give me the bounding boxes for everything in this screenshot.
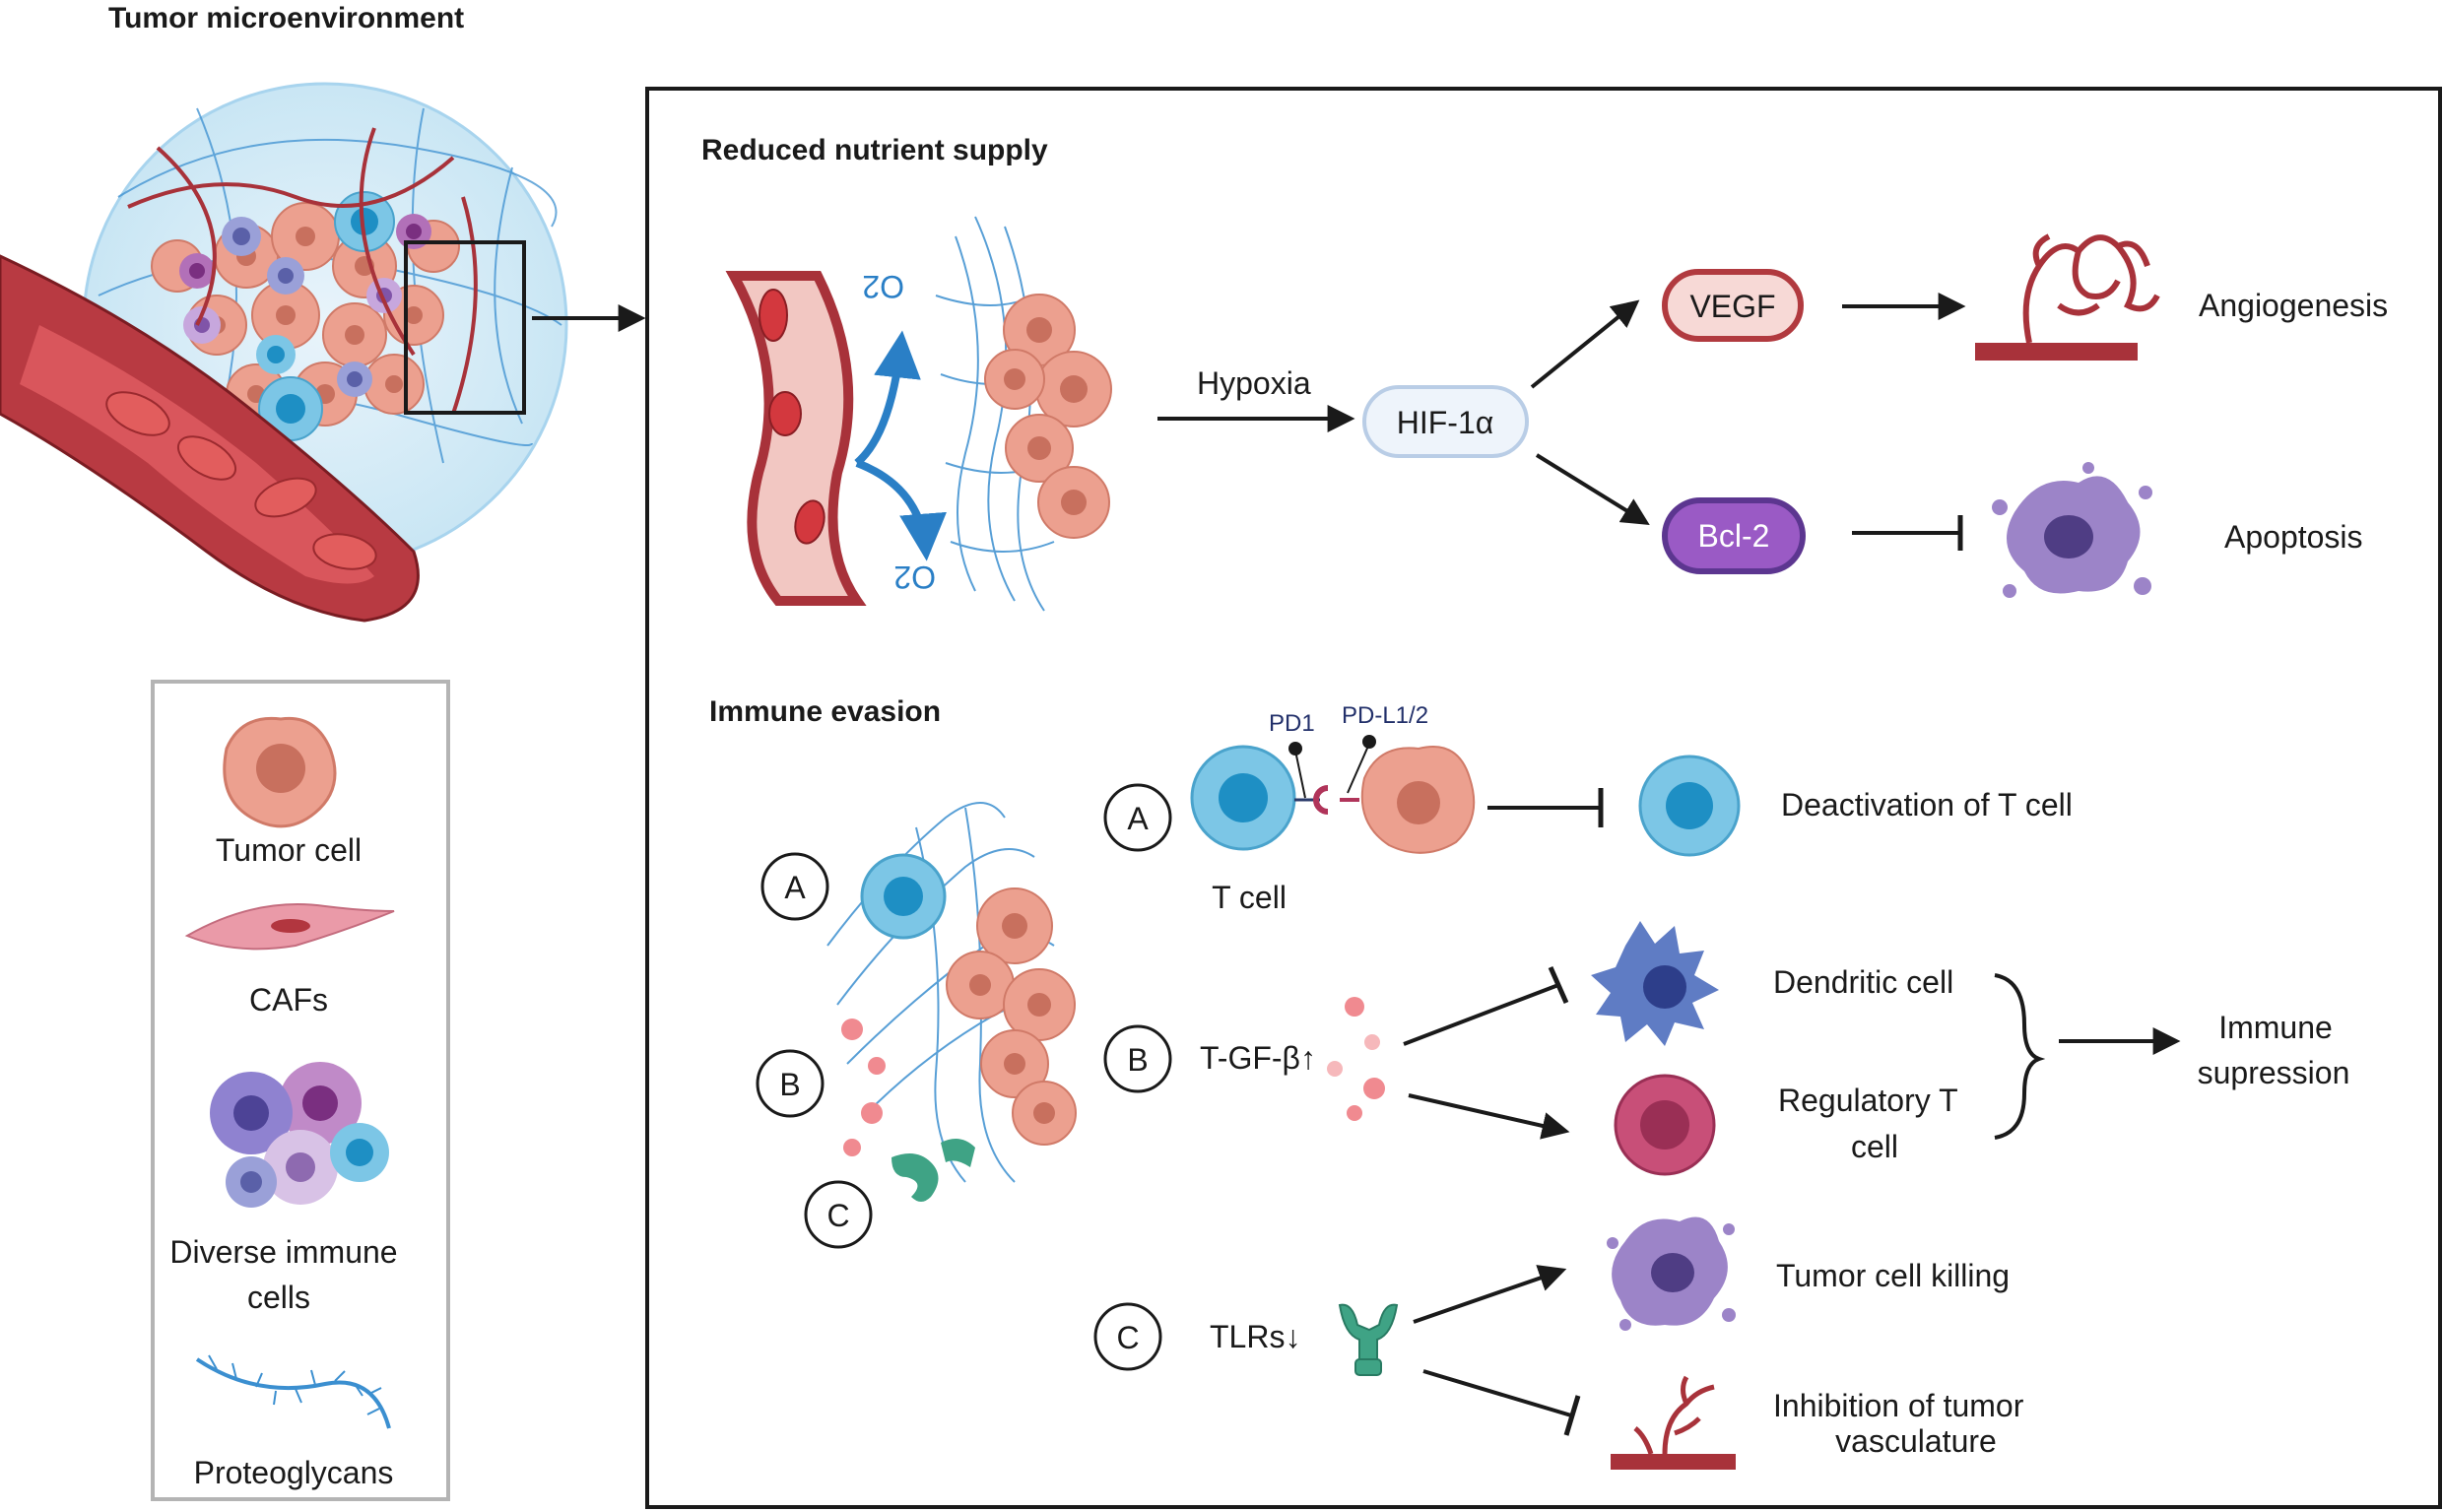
pd1-label: PD1 <box>1269 710 1315 737</box>
tgf-label: T-GF-β↑ <box>1200 1040 1316 1076</box>
bcl2-label: Bcl-2 <box>1698 518 1770 554</box>
regulatory-tcell-icon <box>1614 1074 1716 1176</box>
legend-proteoglycans-label: Proteoglycans <box>194 1455 394 1490</box>
arrow-tlr-to-killing <box>1413 1265 1567 1324</box>
apoptotic-cell-icon <box>1992 462 2152 598</box>
inhibit-line-dendritic <box>1403 983 1559 1046</box>
regulatory-line1: Regulatory T <box>1778 1083 1958 1118</box>
regulatory-line2: cell <box>1851 1129 1898 1164</box>
inhibit-bar-vasculature <box>1563 1395 1581 1436</box>
legend-tumor-cell-icon <box>223 716 337 828</box>
badge-c-left-label: C <box>826 1198 849 1233</box>
inhibition-line1: Inhibition of tumor <box>1773 1388 2024 1423</box>
legend-box: Tumor cell CAFs Diverse immune cells <box>151 680 450 1501</box>
dendritic-label: Dendritic cell <box>1773 964 1953 1000</box>
killing-label: Tumor cell killing <box>1776 1258 2010 1293</box>
main-panel <box>645 87 2442 1509</box>
angiogenesis-icon <box>1975 233 2160 361</box>
arrow-hif-to-vegf <box>1530 299 1640 389</box>
hif-node: HIF-1α <box>1362 385 1529 458</box>
title-tumor-microenvironment: Tumor microenvironment <box>108 2 464 34</box>
tlrs-label: TLRs↓ <box>1210 1319 1300 1354</box>
hif-label: HIF-1α <box>1397 405 1494 440</box>
vasculature-icon <box>1611 1375 1736 1470</box>
badge-b-right <box>1103 1024 1172 1093</box>
badge-a-right-label: A <box>1127 801 1149 836</box>
legend-cafs-label: CAFs <box>249 982 328 1018</box>
deactivation-label: Deactivation of T cell <box>1781 787 2073 822</box>
killed-tumor-cell-icon <box>1607 1216 1736 1331</box>
legend-cafs-icon <box>184 903 395 951</box>
tcell-label: T cell <box>1212 880 1287 915</box>
pd1-pointer-dot <box>1288 742 1302 756</box>
pdl-pointer-dot <box>1362 735 1376 749</box>
tlr-receptor-icon <box>1338 1303 1399 1376</box>
pdl-ligand <box>1313 785 1329 815</box>
legend-immune-line1: Diverse immune <box>169 1234 397 1270</box>
tcell-icon <box>1190 745 1296 851</box>
legend-immune-cells-icon <box>210 1062 389 1208</box>
tumor-cell-a-icon <box>1360 746 1476 854</box>
badge-c-left <box>804 1180 873 1249</box>
badge-b-right-label: B <box>1127 1042 1148 1078</box>
angiogenesis-label: Angiogenesis <box>2199 288 2388 323</box>
deactivated-tcell-icon <box>1638 755 1741 857</box>
brace-b <box>1994 973 2046 1140</box>
zoom-box <box>404 240 526 415</box>
badge-b-left-label: B <box>779 1067 800 1102</box>
title-immune-evasion: Immune evasion <box>709 695 941 728</box>
arrow-hif-to-bcl2 <box>1535 453 1650 525</box>
arrow-tgf-to-regulatory <box>1408 1093 1570 1140</box>
title-reduced-nutrient-supply: Reduced nutrient supply <box>701 134 1048 166</box>
inhibit-line-vasculature <box>1422 1369 1572 1417</box>
o2-arrow-down <box>855 459 947 561</box>
badge-c-right-label: C <box>1116 1320 1139 1355</box>
o2-label-top: O2 <box>862 269 904 304</box>
tumor-mesh-cluster <box>935 216 1112 612</box>
o2-label-bottom: O2 <box>893 559 936 595</box>
badge-a-left-label: A <box>784 870 806 905</box>
legend-tumor-cell-label: Tumor cell <box>216 832 362 868</box>
bcl2-node: Bcl-2 <box>1662 497 1806 574</box>
badge-a-right <box>1103 783 1172 852</box>
pd1-pointer <box>1294 750 1306 799</box>
o2-arrow-up <box>854 330 921 467</box>
legend-immune-line2: cells <box>247 1280 310 1315</box>
legend-proteoglycans-icon <box>195 1354 391 1429</box>
badge-a-left <box>760 852 829 921</box>
dendritic-cell-icon <box>1591 921 1719 1046</box>
apoptosis-label: Apoptosis <box>2224 519 2363 555</box>
vegf-label: VEGF <box>1689 289 1775 324</box>
hypoxia-label: Hypoxia <box>1197 365 1311 401</box>
badge-b-left <box>756 1049 825 1118</box>
tme-illustration <box>0 82 568 623</box>
pdl-label: PD-L1/2 <box>1342 702 1428 729</box>
immune-line2: supression <box>2198 1055 2350 1090</box>
immune-evasion-illustration <box>826 802 1077 1202</box>
tgf-particles <box>1327 997 1385 1121</box>
badge-c-right <box>1093 1302 1162 1371</box>
vegf-node: VEGF <box>1662 269 1804 342</box>
inhibit-bar-dendritic <box>1548 965 1569 1005</box>
immune-line1: Immune <box>2218 1010 2333 1045</box>
pdl-pointer <box>1347 743 1370 794</box>
inhibition-line2: vasculature <box>1835 1423 1997 1459</box>
vessel-section <box>725 271 867 606</box>
